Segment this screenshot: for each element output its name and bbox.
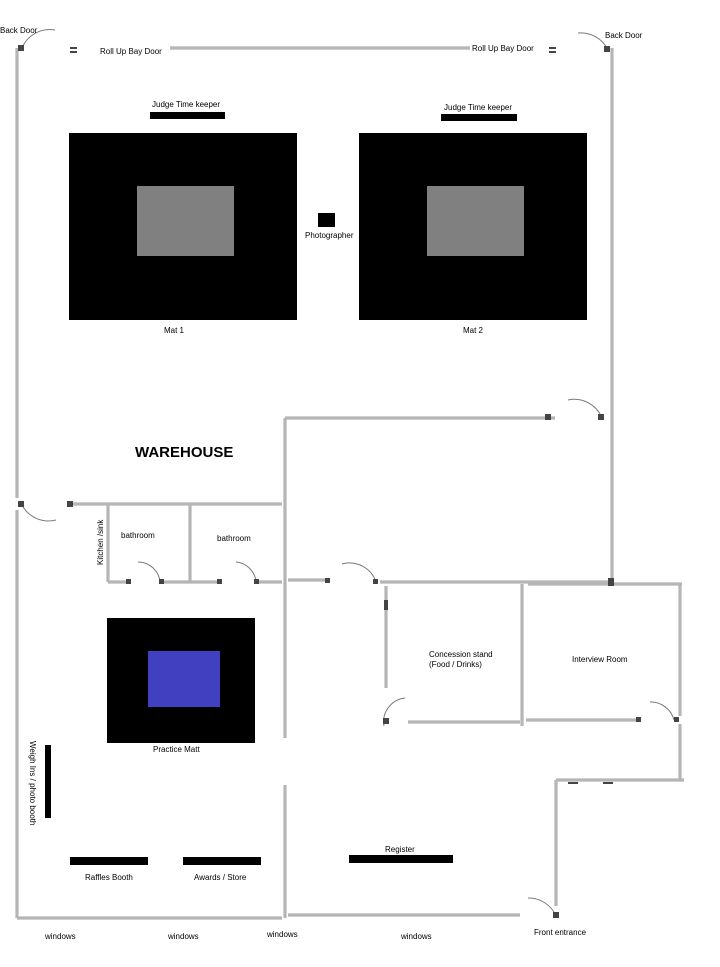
bathroom-left-label: bathroom	[121, 531, 155, 540]
awards-table	[183, 857, 261, 865]
register-counter	[349, 855, 453, 863]
jamb	[603, 782, 613, 784]
warehouse-label: WAREHOUSE	[135, 444, 233, 461]
jamb	[553, 912, 559, 918]
jamb	[67, 501, 73, 507]
mat-1-center	[137, 186, 234, 256]
front-entrance-door-swing	[527, 897, 557, 917]
photographer-label: Photographer	[305, 231, 354, 240]
windows-label-1: windows	[44, 932, 76, 941]
raffles-table	[70, 857, 148, 865]
bathroom-left-door-swing	[137, 561, 161, 583]
raffles-booth-label: Raffles Booth	[85, 873, 133, 882]
concession-door-swing	[341, 562, 377, 583]
judge-table-left	[150, 112, 225, 119]
mat-2-center	[427, 186, 524, 256]
windows-label-4: windows	[400, 932, 432, 941]
jamb	[568, 782, 578, 784]
jamb	[126, 579, 131, 584]
jamb	[383, 718, 389, 724]
concession-label-line1: Concession stand	[429, 650, 493, 659]
jamb	[608, 578, 614, 586]
jamb	[325, 578, 330, 583]
back-door-right-swing	[577, 32, 609, 51]
jamb	[18, 501, 24, 507]
concession-label-line2: (Food / Drinks)	[429, 660, 482, 669]
back-door-right-label: Back Door	[605, 31, 643, 40]
back-door-right-jamb	[604, 46, 610, 52]
bathroom-right-door-swing	[235, 561, 257, 583]
side-door-swing	[567, 398, 603, 419]
warehouse-side-door-swing	[21, 504, 57, 522]
weigh-ins-table	[45, 745, 51, 818]
jamb	[373, 579, 378, 584]
interview-door-swing	[649, 701, 675, 721]
jamb	[636, 717, 641, 722]
judge-right-label: Judge Time keeper	[444, 103, 512, 112]
bathroom-right-label: bathroom	[217, 534, 251, 543]
rollup-right-label: Roll Up Bay Door	[472, 44, 534, 53]
judge-left-label: Judge Time keeper	[152, 100, 220, 109]
side-door-jamb	[545, 414, 551, 420]
back-door-left-label: Back Door	[0, 26, 38, 35]
jamb	[159, 579, 164, 584]
back-door-left-jamb	[18, 45, 24, 51]
mat-1-label: Mat 1	[164, 326, 185, 335]
jamb	[254, 579, 259, 584]
jamb	[549, 51, 556, 53]
back-door-left-swing	[21, 29, 56, 49]
jamb	[674, 717, 679, 722]
windows-label-2: windows	[167, 932, 199, 941]
jamb	[70, 51, 77, 53]
front-entrance-label: Front entrance	[534, 928, 587, 937]
judge-table-right	[441, 114, 517, 121]
windows-label-3: windows	[266, 930, 298, 939]
jamb	[70, 47, 77, 49]
mat-2-label: Mat 2	[463, 326, 484, 335]
register-label: Register	[385, 845, 415, 854]
interview-room-label: Interview Room	[572, 655, 628, 664]
jamb	[384, 600, 388, 610]
jamb	[549, 47, 556, 49]
awards-store-label: Awards / Store	[194, 873, 247, 882]
jamb	[217, 579, 222, 584]
rollup-left-label: Roll Up Bay Door	[100, 47, 162, 56]
practice-mat-label: Practice Matt	[153, 745, 200, 754]
weigh-ins-label: Weigh Ins / photo booth	[28, 741, 37, 825]
photographer-station	[318, 213, 335, 227]
kitchen-sink-label: Kitchen /sink	[96, 519, 105, 565]
practice-mat-center	[148, 651, 220, 707]
side-door-jamb	[598, 414, 604, 420]
